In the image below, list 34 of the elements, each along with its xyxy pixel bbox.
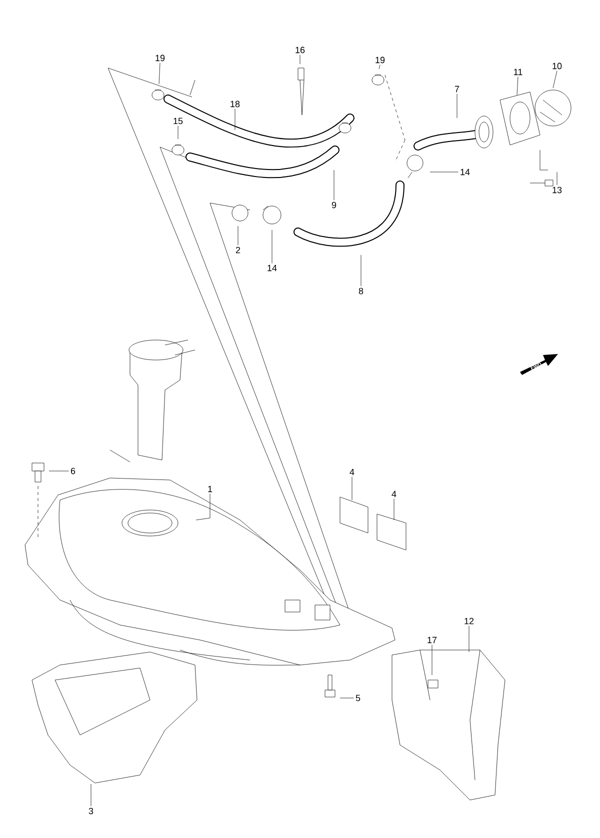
callout-number: 5	[356, 694, 360, 702]
callout-number: 6	[70, 468, 76, 474]
leader-line	[158, 62, 160, 84]
callout-number: 14	[268, 264, 277, 272]
leader-line	[90, 784, 92, 806]
callout-number: 16	[296, 46, 305, 54]
callout-number: 17	[428, 636, 437, 644]
callout-number: 11	[514, 68, 522, 76]
leader-line	[48, 470, 69, 472]
callout-number: 7	[454, 86, 460, 92]
callout-number: 19	[156, 54, 165, 62]
leader-line	[234, 108, 236, 130]
leader-line	[552, 70, 558, 88]
callout-number: 8	[358, 288, 364, 294]
leader-line	[360, 254, 362, 286]
callout-number: 9	[332, 202, 336, 208]
callout-number: 3	[88, 808, 94, 814]
leader-line	[516, 76, 518, 96]
callout-number: 13	[552, 186, 562, 194]
callout-number: 2	[236, 246, 240, 254]
callout-number: 18	[230, 100, 240, 108]
callout-number: 4	[392, 490, 396, 498]
callout-number: 14	[460, 168, 470, 176]
callout-number: 1	[208, 486, 212, 492]
leader-line	[196, 494, 210, 520]
callout-number: 15	[174, 118, 183, 124]
leader-line	[456, 94, 458, 118]
callout-number: 10	[552, 62, 562, 70]
callout-number: 4	[350, 468, 354, 476]
leader-line	[468, 626, 470, 652]
callout-number: 19	[376, 56, 385, 64]
callout-number: 12	[464, 618, 474, 624]
leader-line	[556, 172, 558, 186]
leader-line	[378, 64, 380, 70]
